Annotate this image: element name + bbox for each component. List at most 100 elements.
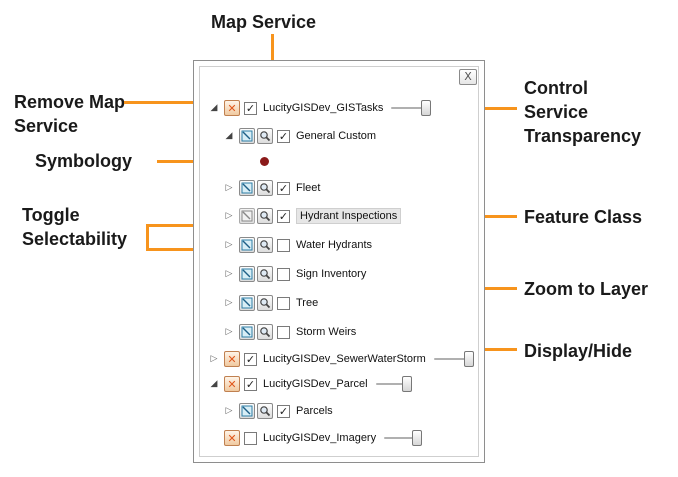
callout-transparency-line1: Control: [524, 78, 588, 98]
transparency-slider[interactable]: [391, 100, 432, 116]
callout-display-hide: Display/Hide: [524, 341, 633, 361]
service-row-sewerwaterstorm: ▷ ✕ ✓ LucityGISDev_SewerWaterStorm: [209, 348, 474, 370]
layer-visibility-checkbox[interactable]: ✓: [277, 209, 290, 223]
magnifier-icon[interactable]: [257, 403, 273, 419]
service-label: LucityGISDev_GISTasks: [263, 102, 384, 114]
layer-visibility-checkbox[interactable]: [277, 325, 290, 339]
slider-thumb[interactable]: [412, 430, 423, 446]
service-row-parcel: ◢ ✕ ✓ LucityGISDev_Parcel: [209, 373, 412, 395]
select-icon[interactable]: [239, 324, 255, 340]
layer-label: Parcels: [296, 405, 333, 417]
service-row-imagery: ✕ LucityGISDev_Imagery: [209, 427, 423, 449]
magnifier-icon[interactable]: [257, 208, 273, 224]
magnifier-icon[interactable]: [257, 237, 273, 253]
magnifier-icon[interactable]: [257, 128, 273, 144]
layer-visibility-checkbox[interactable]: [277, 296, 290, 310]
collapse-triangle-icon[interactable]: ◢: [210, 379, 218, 389]
service-visibility-checkbox[interactable]: [244, 431, 257, 445]
layer-label: Hydrant Inspections: [296, 208, 402, 224]
service-visibility-checkbox[interactable]: ✓: [244, 377, 257, 391]
callout-remove-line2: Service: [14, 116, 79, 136]
layer-row-water-hydrants: ▷ Water Hydrants: [224, 234, 372, 256]
callout-remove-map-service: Remove Map Service: [14, 90, 125, 138]
callout-map-service: Map Service: [211, 12, 317, 32]
select-icon[interactable]: [239, 403, 255, 419]
expand-triangle-icon[interactable]: ▷: [225, 327, 233, 337]
transparency-slider[interactable]: [375, 376, 412, 392]
slider-track: [391, 107, 432, 109]
callout-transparency-line2: Service: [524, 102, 589, 122]
layer-visibility-checkbox[interactable]: [277, 238, 290, 252]
slider-track: [375, 383, 412, 385]
transparency-slider[interactable]: [384, 430, 423, 446]
callout-toggle-line1: Toggle: [22, 205, 80, 225]
collapse-triangle-icon[interactable]: ◢: [225, 131, 233, 141]
service-row-gistasks: ◢ ✕ ✓ LucityGISDev_GISTasks: [209, 97, 432, 119]
remove-icon[interactable]: ✕: [224, 100, 240, 116]
layer-row-storm-weirs: ▷ Storm Weirs: [224, 321, 356, 343]
layer-panel: [193, 60, 485, 463]
select-icon[interactable]: [239, 180, 255, 196]
callout-toggle-selectability: Toggle Selectability: [22, 203, 127, 251]
layer-visibility-checkbox[interactable]: [277, 267, 290, 281]
service-label: LucityGISDev_Imagery: [263, 432, 377, 444]
layer-row-tree: ▷ Tree: [224, 292, 318, 314]
callout-transparency-line3: Transparency: [524, 126, 642, 146]
layer-row-fleet: ▷ ✓ Fleet: [224, 177, 320, 199]
callout-symbology: Symbology: [35, 151, 133, 171]
service-label: LucityGISDev_Parcel: [263, 378, 368, 390]
layer-label: Sign Inventory: [296, 268, 367, 280]
callout-zoom-to-layer: Zoom to Layer: [524, 279, 649, 299]
callout-control-transparency: Control Service Transparency: [524, 76, 641, 148]
expand-triangle-icon[interactable]: ▷: [225, 183, 233, 193]
layer-row-parcels: ▷ ✓ Parcels: [224, 400, 333, 422]
layer-label: Tree: [296, 297, 319, 309]
expand-triangle-icon[interactable]: ▷: [225, 211, 233, 221]
select-icon[interactable]: [239, 266, 255, 282]
symbology-swatch: [260, 157, 269, 166]
layer-visibility-checkbox[interactable]: ✓: [277, 404, 290, 418]
expand-triangle-icon[interactable]: ▷: [210, 354, 218, 364]
service-label: LucityGISDev_SewerWaterStorm: [263, 353, 426, 365]
layer-label: General Custom: [296, 130, 377, 142]
callout-remove-line1: Remove Map: [14, 92, 126, 112]
service-visibility-checkbox[interactable]: ✓: [244, 352, 257, 366]
layer-visibility-checkbox[interactable]: ✓: [277, 181, 290, 195]
layer-row-general-custom: ◢ ✓ General Custom: [224, 125, 376, 147]
expand-triangle-icon[interactable]: ▷: [225, 298, 233, 308]
remove-icon[interactable]: ✕: [224, 430, 240, 446]
select-icon[interactable]: [239, 208, 255, 224]
expand-triangle-icon[interactable]: ▷: [225, 240, 233, 250]
layer-label: Storm Weirs: [296, 326, 357, 338]
callout-feature-class: Feature Class: [524, 207, 643, 227]
close-button[interactable]: X: [459, 69, 477, 85]
remove-icon[interactable]: ✕: [224, 351, 240, 367]
slider-track: [433, 358, 474, 360]
layer-label: Water Hydrants: [296, 239, 373, 251]
transparency-slider[interactable]: [433, 351, 474, 367]
leader-toggle-vertical: [146, 224, 149, 250]
remove-icon[interactable]: ✕: [224, 376, 240, 392]
magnifier-icon[interactable]: [257, 324, 273, 340]
layer-visibility-checkbox[interactable]: ✓: [277, 129, 290, 143]
select-icon[interactable]: [239, 237, 255, 253]
magnifier-icon[interactable]: [257, 180, 273, 196]
slider-track: [384, 437, 423, 439]
service-visibility-checkbox[interactable]: ✓: [244, 101, 257, 115]
magnifier-icon[interactable]: [257, 295, 273, 311]
slider-thumb[interactable]: [463, 351, 474, 367]
layer-panel-inner-border: [199, 66, 479, 457]
callout-toggle-line2: Selectability: [22, 229, 128, 249]
magnifier-icon[interactable]: [257, 266, 273, 282]
layer-row-hydrant-inspections: ▷ ✓ Hydrant Inspections: [224, 205, 402, 227]
collapse-triangle-icon[interactable]: ◢: [210, 103, 218, 113]
layer-row-sign-inventory: ▷ Sign Inventory: [224, 263, 366, 285]
select-icon[interactable]: [239, 295, 255, 311]
select-icon[interactable]: [239, 128, 255, 144]
slider-thumb[interactable]: [401, 376, 412, 392]
expand-triangle-icon[interactable]: ▷: [225, 406, 233, 416]
expand-triangle-icon[interactable]: ▷: [225, 269, 233, 279]
layer-label: Fleet: [296, 182, 321, 194]
slider-thumb[interactable]: [421, 100, 432, 116]
leader-remove: [124, 101, 224, 104]
